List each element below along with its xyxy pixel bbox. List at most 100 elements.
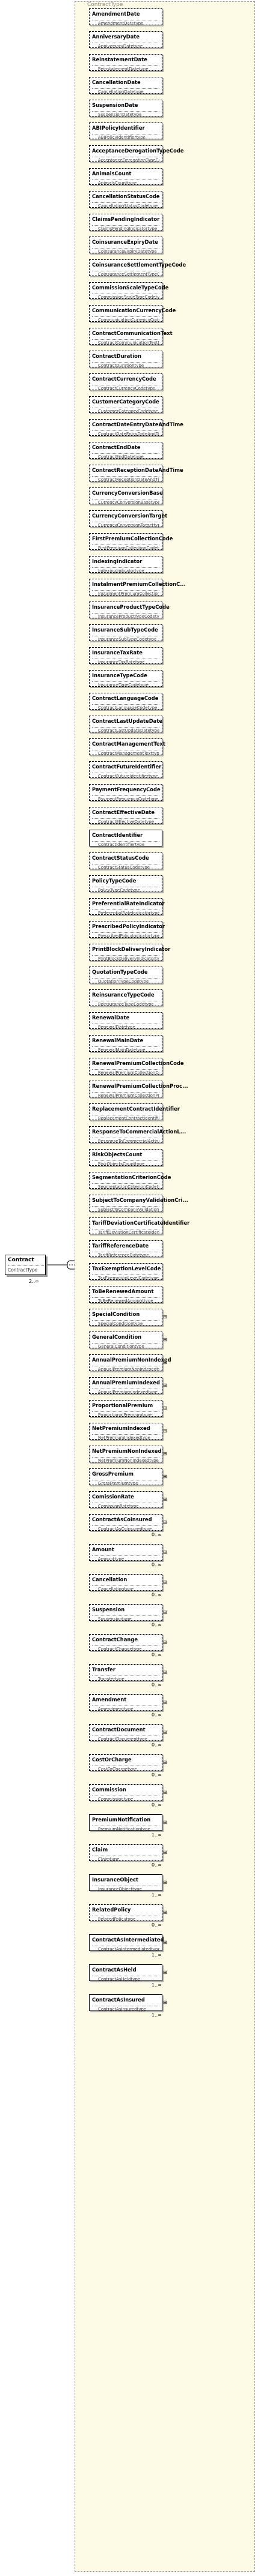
- expand-icon[interactable]: ⊞: [163, 1880, 167, 1885]
- element-box[interactable]: RenewalPremiumCollectionProc...RenewalPr…: [89, 1081, 188, 1098]
- expand-icon[interactable]: ⊞: [163, 1670, 167, 1675]
- root-element-contract[interactable]: Contract ContractType: [5, 1255, 46, 1275]
- expand-icon[interactable]: ⊞: [163, 1428, 167, 1434]
- expand-icon[interactable]: ⊞: [163, 1820, 167, 1825]
- expand-icon[interactable]: ⊞: [163, 1360, 167, 1365]
- expand-icon[interactable]: ⊞: [163, 1700, 167, 1705]
- element-box[interactable]: InstalmentPremiumCollectionC...Instalmen…: [89, 579, 186, 596]
- expand-icon[interactable]: ⊞: [163, 1910, 167, 1915]
- expand-icon[interactable]: ⊞: [163, 1337, 167, 1342]
- expand-icon[interactable]: ⊞: [163, 1579, 167, 1585]
- expand-icon[interactable]: ⊞: [163, 1639, 167, 1645]
- expand-icon[interactable]: ⊞: [163, 1850, 167, 1855]
- element-box[interactable]: SubjectToCompanyValidationCri...SubjectT…: [89, 1195, 188, 1212]
- expand-icon[interactable]: ⊞: [163, 1790, 167, 1795]
- expand-icon[interactable]: ⊞: [163, 2000, 167, 2005]
- expand-icon[interactable]: ⊞: [163, 1549, 167, 1555]
- expand-icon[interactable]: ⊞: [163, 1730, 167, 1735]
- expand-icon[interactable]: ⊞: [163, 1383, 167, 1388]
- expand-icon[interactable]: ⊞: [163, 1497, 167, 1502]
- expand-icon[interactable]: ⊞: [163, 1519, 167, 1525]
- element-box[interactable]: ResponseToCommercialActionL...ResponseTo…: [89, 1126, 186, 1144]
- expand-icon[interactable]: ⊞: [163, 1314, 167, 1320]
- expand-icon[interactable]: ⊞: [163, 1760, 167, 1765]
- expand-icon[interactable]: ⊞: [163, 1405, 167, 1411]
- expand-icon[interactable]: ⊞: [163, 1940, 167, 1945]
- expand-icon[interactable]: ⊞: [163, 1970, 167, 1975]
- expand-icon[interactable]: ⊞: [163, 1474, 167, 1479]
- expand-icon[interactable]: ⊞: [163, 1451, 167, 1456]
